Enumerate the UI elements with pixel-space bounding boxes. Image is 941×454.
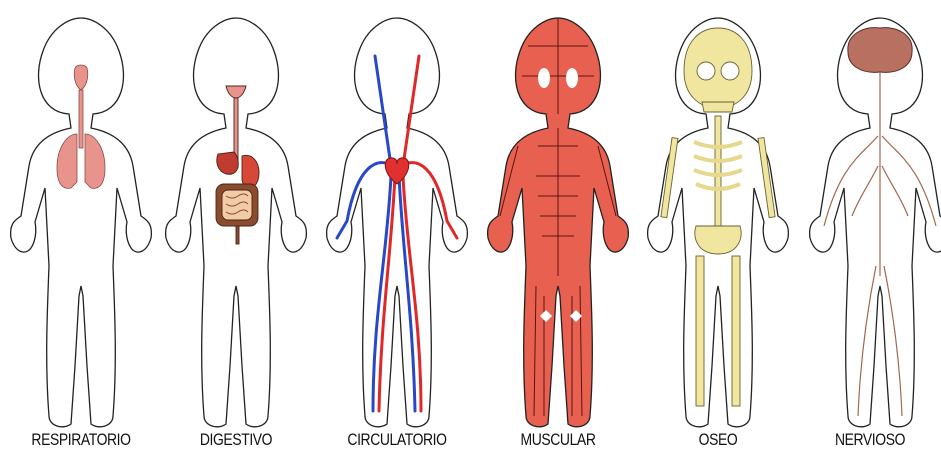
label-oseo: OSEO <box>657 430 780 450</box>
figure-muscular <box>488 18 629 427</box>
eye-socket-icon <box>721 62 739 80</box>
label-respiratorio: RESPIRATORIO <box>20 430 143 450</box>
eye-socket-icon <box>697 62 715 80</box>
figure-skeletal <box>648 18 789 427</box>
label-muscular: MUSCULAR <box>497 430 620 450</box>
figure-respiratory <box>11 18 152 427</box>
figure-circulatory <box>327 18 468 427</box>
figure-nervous <box>810 18 941 427</box>
label-circulatorio: CIRCULATORIO <box>336 430 459 450</box>
figure-digestive <box>166 18 307 427</box>
label-digestivo: DIGESTIVO <box>175 430 298 450</box>
brain-icon <box>848 28 912 73</box>
nerve-lines <box>824 72 936 416</box>
label-nervioso: NERVIOSO <box>809 430 932 450</box>
